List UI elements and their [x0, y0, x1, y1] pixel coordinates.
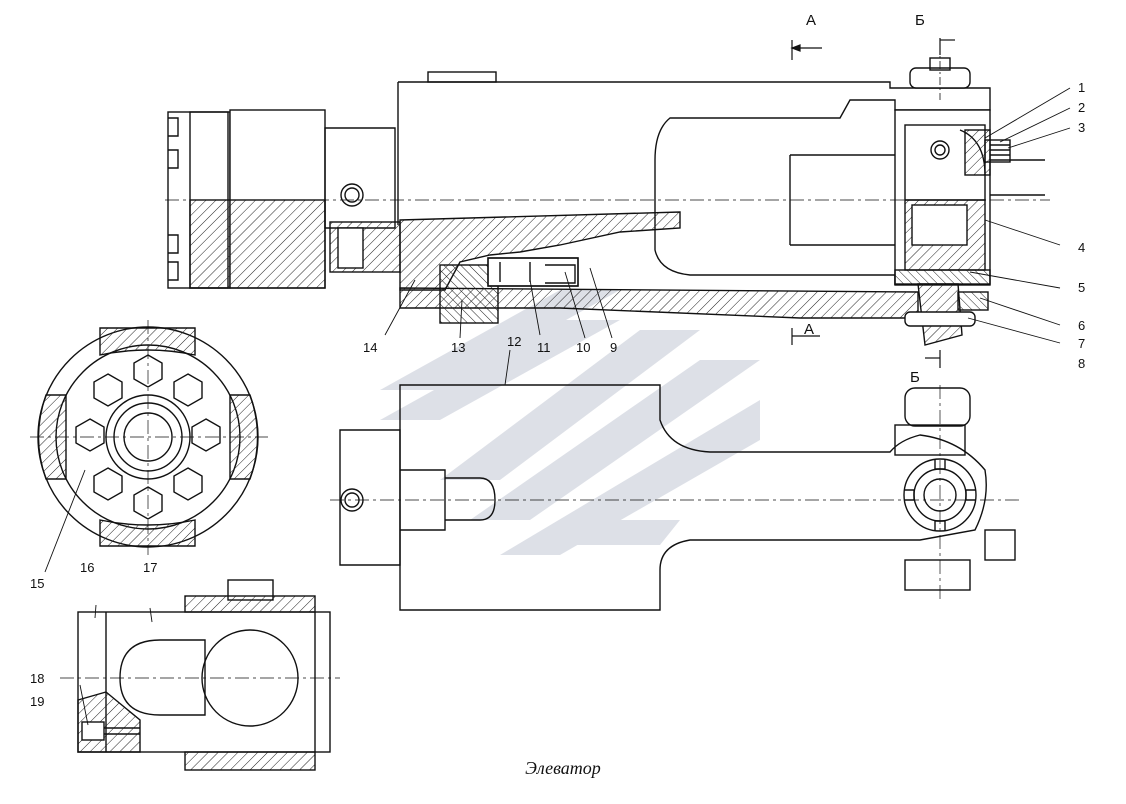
callout-12: 12	[507, 334, 521, 349]
callout-19: 19	[30, 694, 44, 709]
callout-5: 5	[1078, 280, 1085, 295]
callout-4: 4	[1078, 240, 1085, 255]
figure-caption: Элеватор	[525, 758, 601, 778]
end-view	[30, 320, 268, 555]
callout-1: 1	[1078, 80, 1085, 95]
section-b-bottom: Б	[910, 369, 920, 386]
plan-view	[330, 384, 1020, 611]
callout-2: 2	[1078, 100, 1085, 115]
callout-6: 6	[1078, 318, 1085, 333]
section-view	[60, 579, 340, 771]
callouts: 1 2 3 4 5 6 7 8 9 10 11 12 13 14 15 16 1…	[30, 80, 1085, 709]
callout-9: 9	[610, 340, 617, 355]
callout-16: 16	[80, 560, 94, 575]
callout-11: 11	[537, 340, 551, 355]
callout-17: 17	[143, 560, 157, 575]
callout-10: 10	[576, 340, 590, 355]
section-b-top: Б	[915, 12, 925, 29]
callout-8: 8	[1078, 356, 1085, 371]
callout-18: 18	[30, 671, 44, 686]
callout-7: 7	[1078, 336, 1085, 351]
section-a-top: А	[806, 12, 816, 29]
callout-14: 14	[363, 340, 377, 355]
section-a-bottom: А	[804, 321, 814, 338]
section-marks	[790, 38, 955, 368]
leader-lines	[44, 87, 1071, 726]
watermark-logo	[380, 290, 760, 555]
callout-15: 15	[30, 576, 44, 591]
callout-3: 3	[1078, 120, 1085, 135]
top-view	[165, 45, 1050, 346]
callout-13: 13	[451, 340, 465, 355]
